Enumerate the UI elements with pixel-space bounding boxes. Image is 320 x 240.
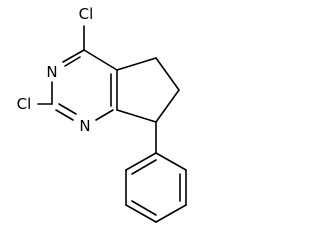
nitrogen-atom-n3: N xyxy=(46,63,57,81)
bond-c7-c7a xyxy=(116,109,157,123)
bond-c2-n1 xyxy=(55,109,74,121)
phenyl-ring xyxy=(125,152,187,223)
chlorine-atom-top: Cl xyxy=(79,5,94,23)
chemical-structure-diagram: Cl N Cl N xyxy=(17,5,187,223)
pyrimidine-ring xyxy=(51,49,118,121)
nitrogen-atom-n1: N xyxy=(79,117,90,135)
bond-c5-c6 xyxy=(155,57,180,91)
cyclopentane-ring xyxy=(116,57,180,123)
bond-c6-c7 xyxy=(155,89,180,123)
bond-c4-n3-double xyxy=(64,56,81,67)
bond-c2-n1-double xyxy=(58,103,77,115)
bond-c4-n3 xyxy=(62,49,85,63)
bond-c4a-c4 xyxy=(83,49,118,71)
chlorine-atom-left: Cl xyxy=(17,95,32,113)
bond-c4a-c5 xyxy=(116,57,157,71)
bond-n1-c7a xyxy=(95,109,114,121)
